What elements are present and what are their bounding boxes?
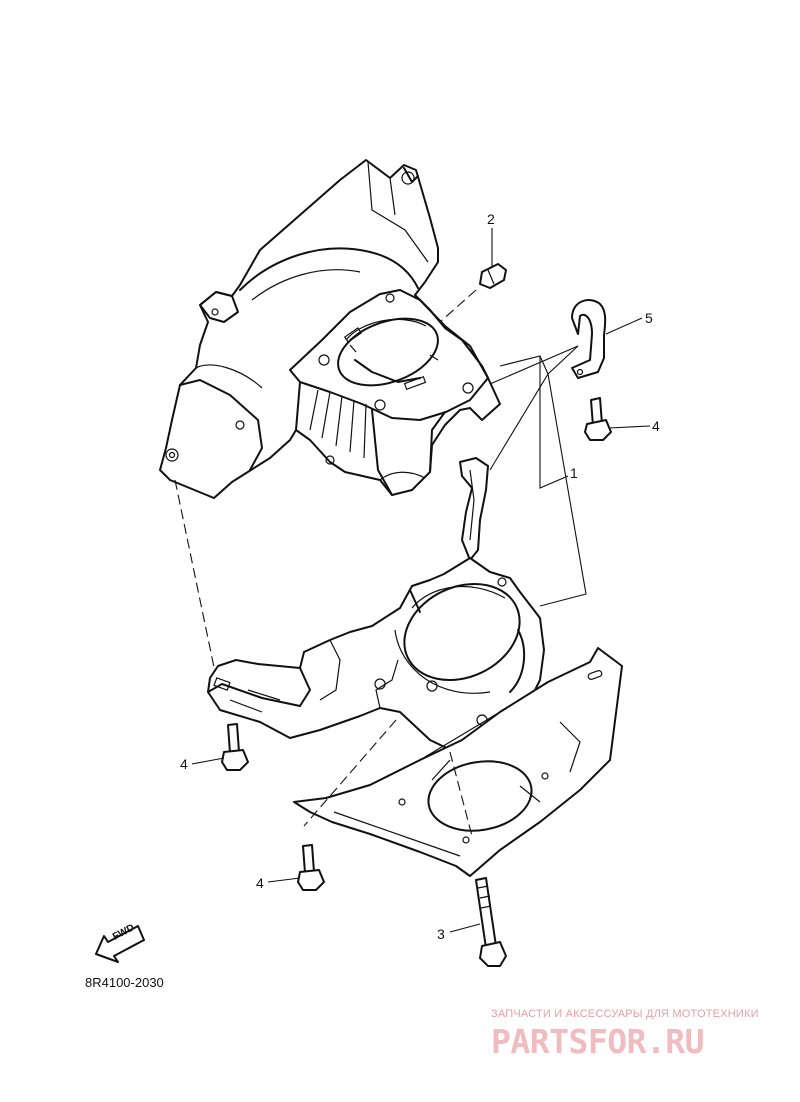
callout-1: 1 (570, 465, 578, 481)
callout-4-bottom: 4 (256, 875, 264, 891)
callout-3: 3 (437, 926, 445, 942)
assembly-lines (174, 289, 477, 837)
bolt-bottom-left (297, 844, 325, 891)
callout-2: 2 (487, 211, 495, 227)
skid-plate (293, 647, 623, 877)
watermark-logo: PARTSFOR.RU (491, 1022, 705, 1061)
clamp-part (571, 299, 607, 379)
upper-crankcase (159, 159, 501, 499)
leader-lines (191, 228, 651, 933)
watermark-tagline: ЗАПЧАСТИ И АКСЕССУАРЫ ДЛЯ МОТОТЕХНИКИ (491, 1008, 759, 1020)
lower-crankcase (207, 557, 545, 753)
callout-4-upper: 4 (652, 418, 660, 434)
diagram-code: 8R4100-2030 (85, 975, 164, 990)
plug-bolt-part (479, 263, 507, 289)
bolt-lower-left (221, 723, 249, 771)
fwd-arrow-icon (95, 925, 145, 963)
bolt-upper-right (584, 397, 612, 441)
callout-5: 5 (645, 310, 653, 326)
seal-ring-part (459, 457, 489, 561)
long-bolt-part (475, 877, 507, 967)
callout-4-left: 4 (180, 756, 188, 772)
